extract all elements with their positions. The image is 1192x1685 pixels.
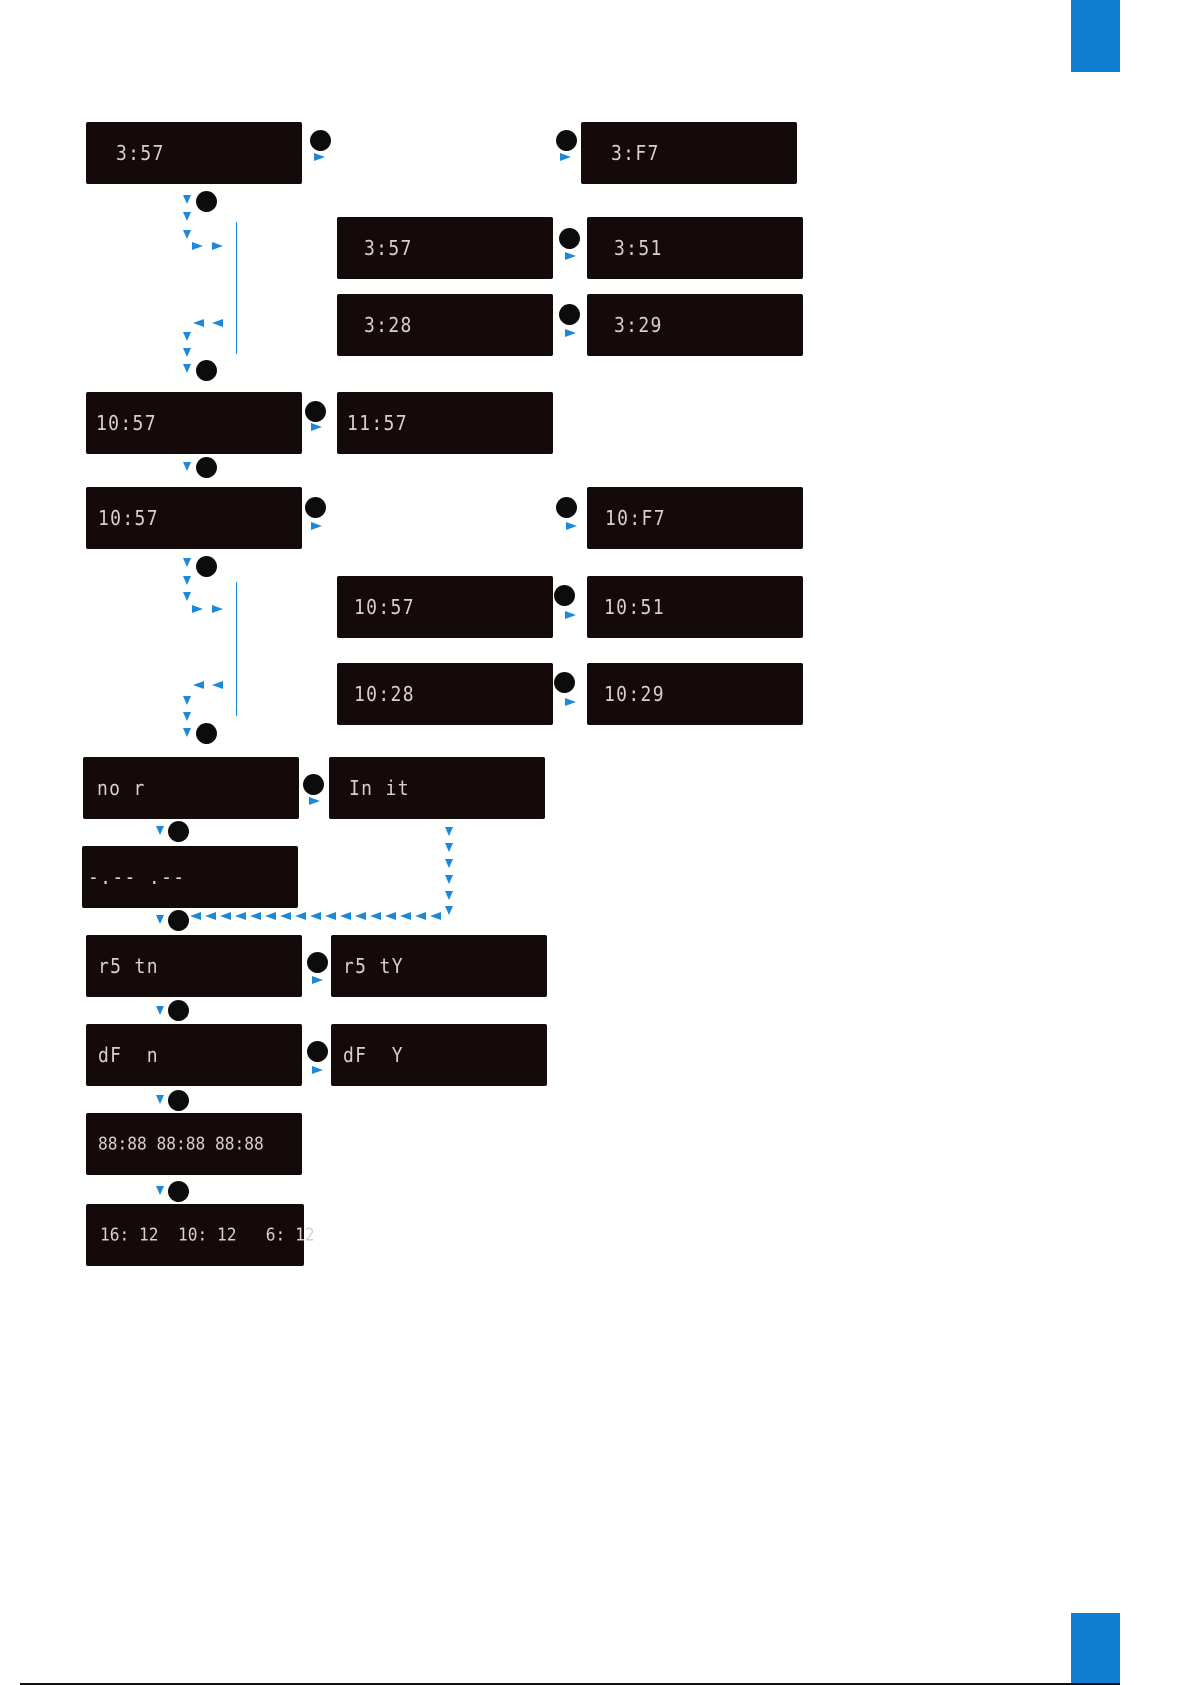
display-text: 10:57 [96, 411, 157, 435]
step-marker-icon [559, 228, 580, 249]
display-text: 3:57 [116, 141, 165, 165]
display-text: 10:57 [98, 506, 159, 530]
display-text: -.-- .-- [88, 865, 185, 889]
display-text: 88:88 88:88 88:88 [98, 1134, 264, 1155]
display-text: 3:57 [364, 236, 413, 260]
display-min-tens-a: 3:28 [337, 294, 553, 356]
step-marker-icon [310, 130, 331, 151]
step-marker-icon [305, 401, 326, 422]
display-text: In it [349, 776, 410, 800]
display-min2-f: 10:F7 [587, 487, 803, 549]
step-marker-icon [196, 191, 217, 212]
display-text: 3:51 [614, 236, 663, 260]
step-marker-icon [307, 952, 328, 973]
display-text: 10:57 [354, 595, 415, 619]
display-rst-y: r5 tY [331, 935, 547, 997]
display-text: 10:51 [604, 595, 665, 619]
display-text: 3:28 [364, 313, 413, 337]
display-text: dF Y [343, 1043, 404, 1067]
step-marker-icon [196, 457, 217, 478]
display-min2-digit-a: 10:57 [337, 576, 553, 638]
display-text: r5 tn [98, 954, 159, 978]
step-marker-icon [556, 497, 577, 518]
step-marker-icon [556, 130, 577, 151]
display-text: dF n [98, 1043, 159, 1067]
display-min-hour-f: 3:F7 [581, 122, 797, 184]
step-marker-icon [168, 1090, 189, 1111]
display-final-times: 16: 12 10: 12 6: 12 [86, 1204, 304, 1266]
display-text: 11:57 [347, 411, 408, 435]
display-min-digit-b: 3:51 [587, 217, 803, 279]
step-marker-icon [168, 910, 189, 931]
display-df-n: dF n [86, 1024, 302, 1086]
display-min2-tens-a: 10:28 [337, 663, 553, 725]
display-mode-nor: no r [83, 757, 299, 819]
display-all-segments: 88:88 88:88 88:88 [86, 1113, 302, 1175]
display-text: 10:F7 [605, 506, 666, 530]
display-min-hour-blink: 3:57 [86, 122, 302, 184]
step-marker-icon [168, 1181, 189, 1202]
display-text: 10:29 [604, 682, 665, 706]
step-marker-icon [559, 304, 580, 325]
step-marker-icon [196, 723, 217, 744]
display-mode-init: In it [329, 757, 545, 819]
display-rst-n: r5 tn [86, 935, 302, 997]
display-text: 3:F7 [611, 141, 660, 165]
step-marker-icon [554, 672, 575, 693]
display-min2-blink: 10:57 [86, 487, 302, 549]
display-dashes: -.-- .-- [82, 846, 298, 908]
step-marker-icon [307, 1041, 328, 1062]
display-min2-tens-b: 10:29 [587, 663, 803, 725]
step-marker-icon [168, 821, 189, 842]
display-min-digit-a: 3:57 [337, 217, 553, 279]
display-text: 16: 12 10: 12 6: 12 [100, 1225, 315, 1246]
step-marker-icon [168, 1000, 189, 1021]
display-min-tens-b: 3:29 [587, 294, 803, 356]
step-marker-icon [305, 497, 326, 518]
display-text: 10:28 [354, 682, 415, 706]
display-text: 3:29 [614, 313, 663, 337]
display-hour-a: 10:57 [86, 392, 302, 454]
display-min2-digit-b: 10:51 [587, 576, 803, 638]
display-df-y: dF Y [331, 1024, 547, 1086]
step-marker-icon [196, 556, 217, 577]
step-marker-icon [303, 774, 324, 795]
display-hour-b: 11:57 [337, 392, 553, 454]
display-text: r5 tY [343, 954, 404, 978]
step-marker-icon [554, 585, 575, 606]
step-marker-icon [196, 360, 217, 381]
display-text: no r [97, 776, 146, 800]
